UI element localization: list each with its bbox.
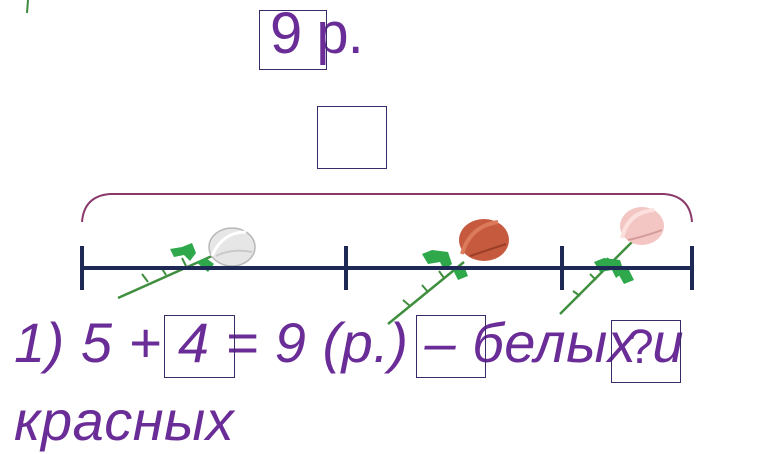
corner-tick <box>26 0 29 14</box>
solution-line-1: 1) 5 + 4 = 9 (р.) – белых и <box>14 311 685 374</box>
addend-box[interactable] <box>164 315 235 378</box>
red-rose-icon <box>387 219 509 325</box>
answer-box[interactable] <box>317 106 387 169</box>
solution-line-2: красных <box>14 389 235 452</box>
total-box[interactable] <box>259 10 327 70</box>
total-label: 9 р. <box>270 1 364 66</box>
pink-rose-icon <box>559 207 664 315</box>
question-box[interactable] <box>611 320 681 383</box>
question-mark: ? <box>627 321 654 374</box>
white-rose-icon <box>117 227 256 300</box>
segment-diagram <box>80 193 694 325</box>
brace <box>81 193 693 223</box>
unit-box[interactable] <box>416 315 486 378</box>
